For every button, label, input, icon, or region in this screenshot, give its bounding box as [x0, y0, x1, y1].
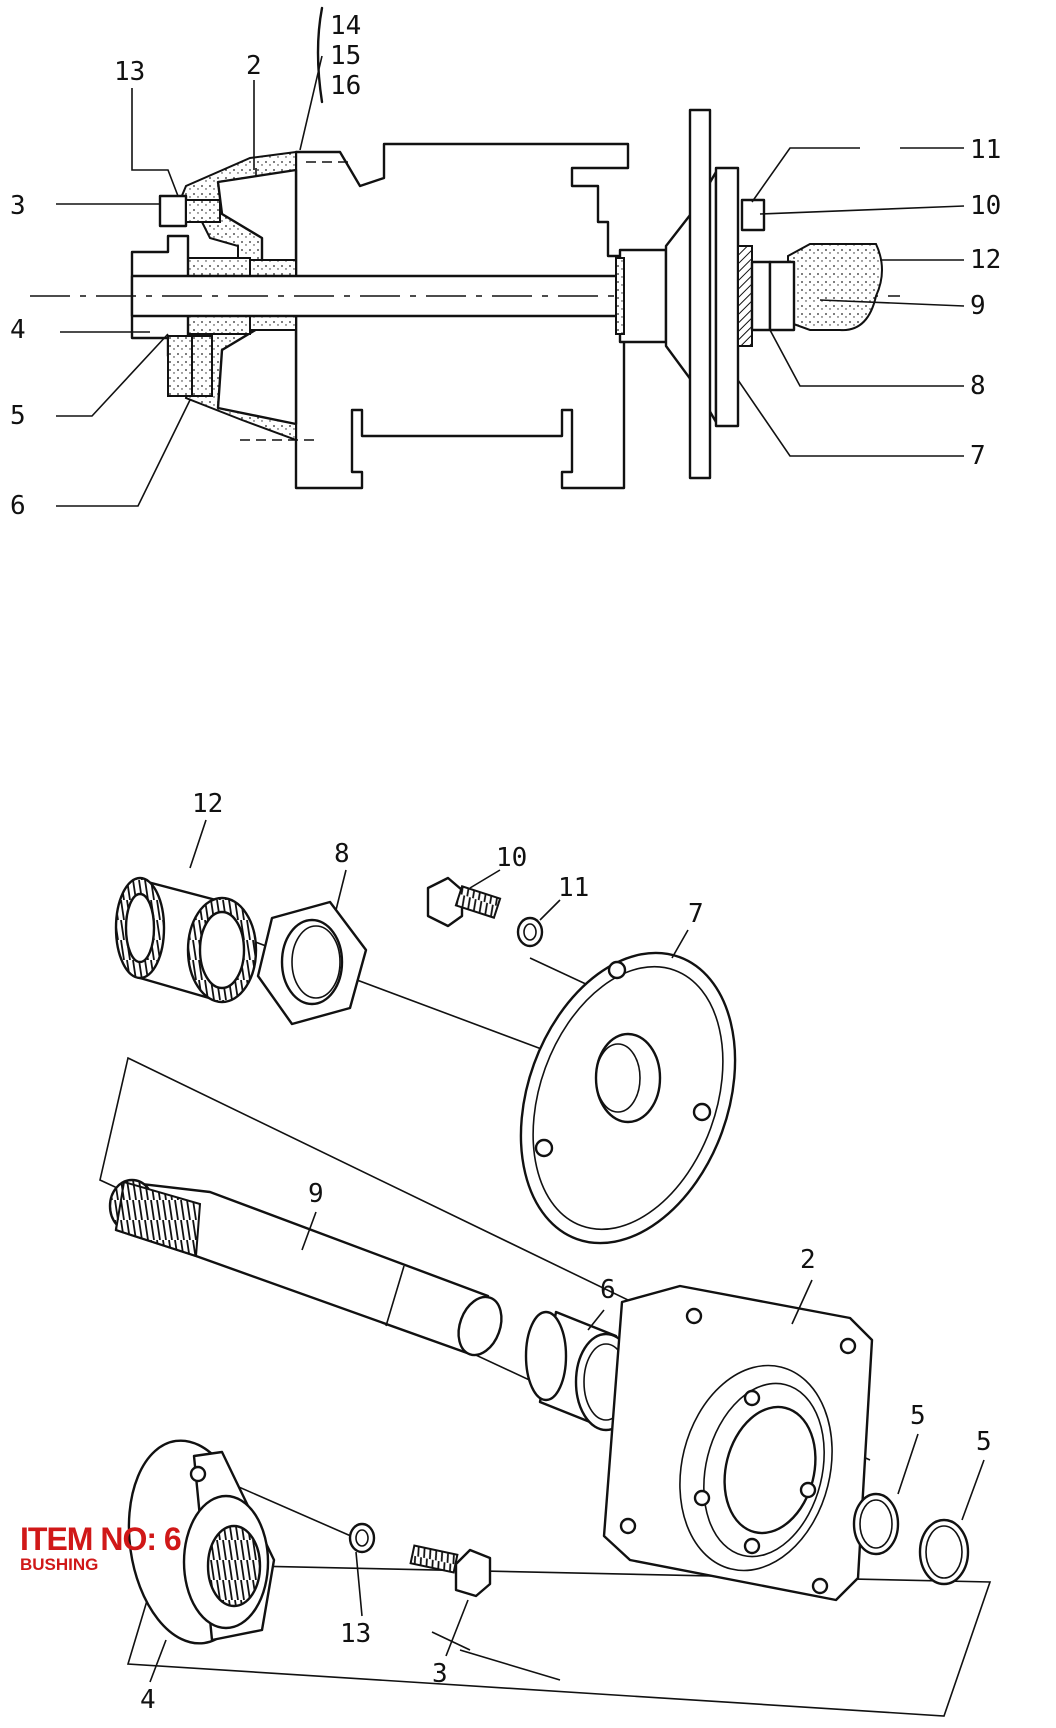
part-8-hex-nut — [256, 900, 368, 1026]
cover-bolt — [158, 194, 188, 228]
part-9-shaft — [108, 1178, 503, 1357]
part-13-washer — [348, 1522, 376, 1554]
label-11: 11 — [558, 873, 589, 903]
label-7: 7 — [688, 899, 704, 929]
label-5b: 5 — [976, 1427, 992, 1457]
part-3-bolt — [409, 1544, 492, 1598]
label-5: 5 — [10, 401, 26, 431]
item-name: BUSHING — [20, 1555, 99, 1574]
label-9: 9 — [970, 291, 986, 321]
part-5-o-ring-a — [852, 1492, 900, 1556]
part-4-flange — [127, 1439, 276, 1645]
exploded-view: 12 8 10 11 7 9 2 6 5 5 13 3 4 — [99, 789, 992, 1717]
label-15: 15 — [330, 41, 361, 71]
motor-flange — [688, 108, 712, 480]
label-3: 3 — [10, 191, 26, 221]
label-10: 10 — [496, 843, 527, 873]
label-5a: 5 — [910, 1401, 926, 1431]
part-7-plate — [519, 951, 737, 1245]
label-14: 14 — [330, 11, 361, 41]
label-4: 4 — [140, 1685, 156, 1715]
label-4: 4 — [10, 315, 26, 345]
part-11-washer — [516, 916, 544, 948]
rear-plate-7 — [714, 166, 740, 428]
label-10: 10 — [970, 191, 1001, 221]
label-7: 7 — [970, 441, 986, 471]
label-11: 11 — [970, 135, 1001, 165]
label-6: 6 — [10, 491, 26, 521]
label-13: 13 — [114, 57, 145, 87]
label-3: 3 — [432, 1659, 448, 1689]
part-12-coupling — [114, 876, 258, 1004]
label-13: 13 — [340, 1619, 371, 1649]
label-2: 2 — [800, 1245, 816, 1275]
part-10-bolt — [426, 876, 502, 928]
label-9: 9 — [308, 1179, 324, 1209]
sectional-assembly-view: 14 15 16 13 2 3 4 5 6 11 10 12 9 8 7 — [10, 6, 1001, 521]
coupling-12 — [787, 243, 883, 332]
item-tag: ITEM NO: 6 BUSHING — [20, 1521, 182, 1574]
nut-8 — [750, 260, 772, 332]
pump-housing — [294, 142, 630, 490]
label-6: 6 — [600, 1275, 616, 1305]
part-2-front-cover — [602, 1284, 874, 1602]
label-2: 2 — [246, 51, 262, 81]
label-8: 8 — [334, 839, 350, 869]
item-number: ITEM NO: 6 — [20, 1521, 182, 1557]
label-12: 12 — [192, 789, 223, 819]
label-16: 16 — [330, 71, 361, 101]
label-12: 12 — [970, 245, 1001, 275]
part-5-o-ring-b — [918, 1518, 970, 1586]
label-8: 8 — [970, 371, 986, 401]
